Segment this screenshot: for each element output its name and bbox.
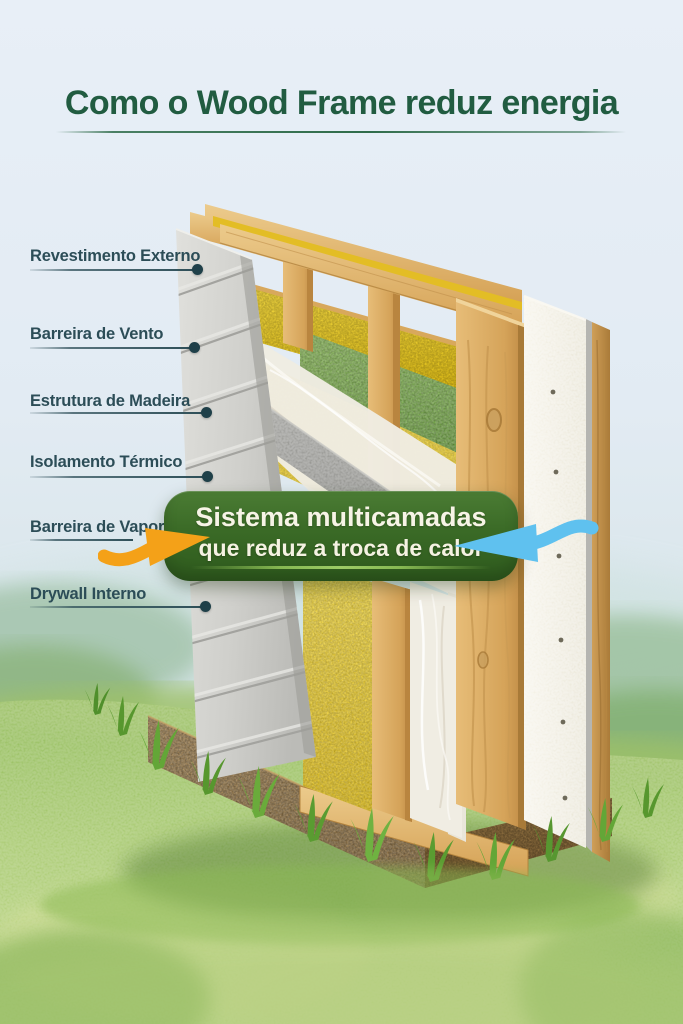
label-barreira-de-vento: Barreira de Vento [30, 325, 164, 343]
label-estrutura-de-madeira: Estrutura de Madeira [30, 392, 191, 410]
leader-dot [189, 342, 200, 353]
leader-line-drywall [30, 601, 211, 612]
leader-line-estrutura [30, 407, 212, 418]
label-isolamento-termico: Isolamento Térmico [30, 453, 183, 471]
blue-curved-arrow-icon [454, 519, 599, 562]
label-barreira-de-vapor: Barreira de Vapor [30, 518, 165, 536]
top-plate-wood [190, 204, 523, 330]
info-banner: Sistema multicamadas que reduz a troca d… [164, 491, 518, 581]
leader-dot [202, 471, 213, 482]
banner-line1: Sistema multicamadas [195, 501, 487, 532]
foreground-blur [0, 925, 683, 1024]
leader-dot [201, 407, 212, 418]
orange-curved-arrow-icon [98, 528, 210, 567]
leader-line-vapor [30, 539, 133, 541]
banner-underline [191, 566, 491, 570]
osb-edge-strip [592, 322, 610, 862]
drywall-panel [523, 294, 592, 852]
leader-dot [192, 264, 203, 275]
banner-line2: que reduz a troca de calor [198, 534, 484, 561]
title-underline [56, 131, 626, 133]
leader-line-revestimento [30, 264, 203, 275]
leader-line-vento [30, 342, 200, 353]
leader-line-isolamento [30, 471, 213, 482]
vapor-barrier-sheet [410, 582, 462, 838]
label-revestimento-externo: Revestimento Externo [30, 247, 201, 265]
leader-dot [200, 601, 211, 612]
page-title: Como o Wood Frame reduz energia [64, 84, 619, 122]
label-drywall-interno: Drywall Interno [30, 585, 147, 603]
grass-tufts [40, 683, 664, 945]
